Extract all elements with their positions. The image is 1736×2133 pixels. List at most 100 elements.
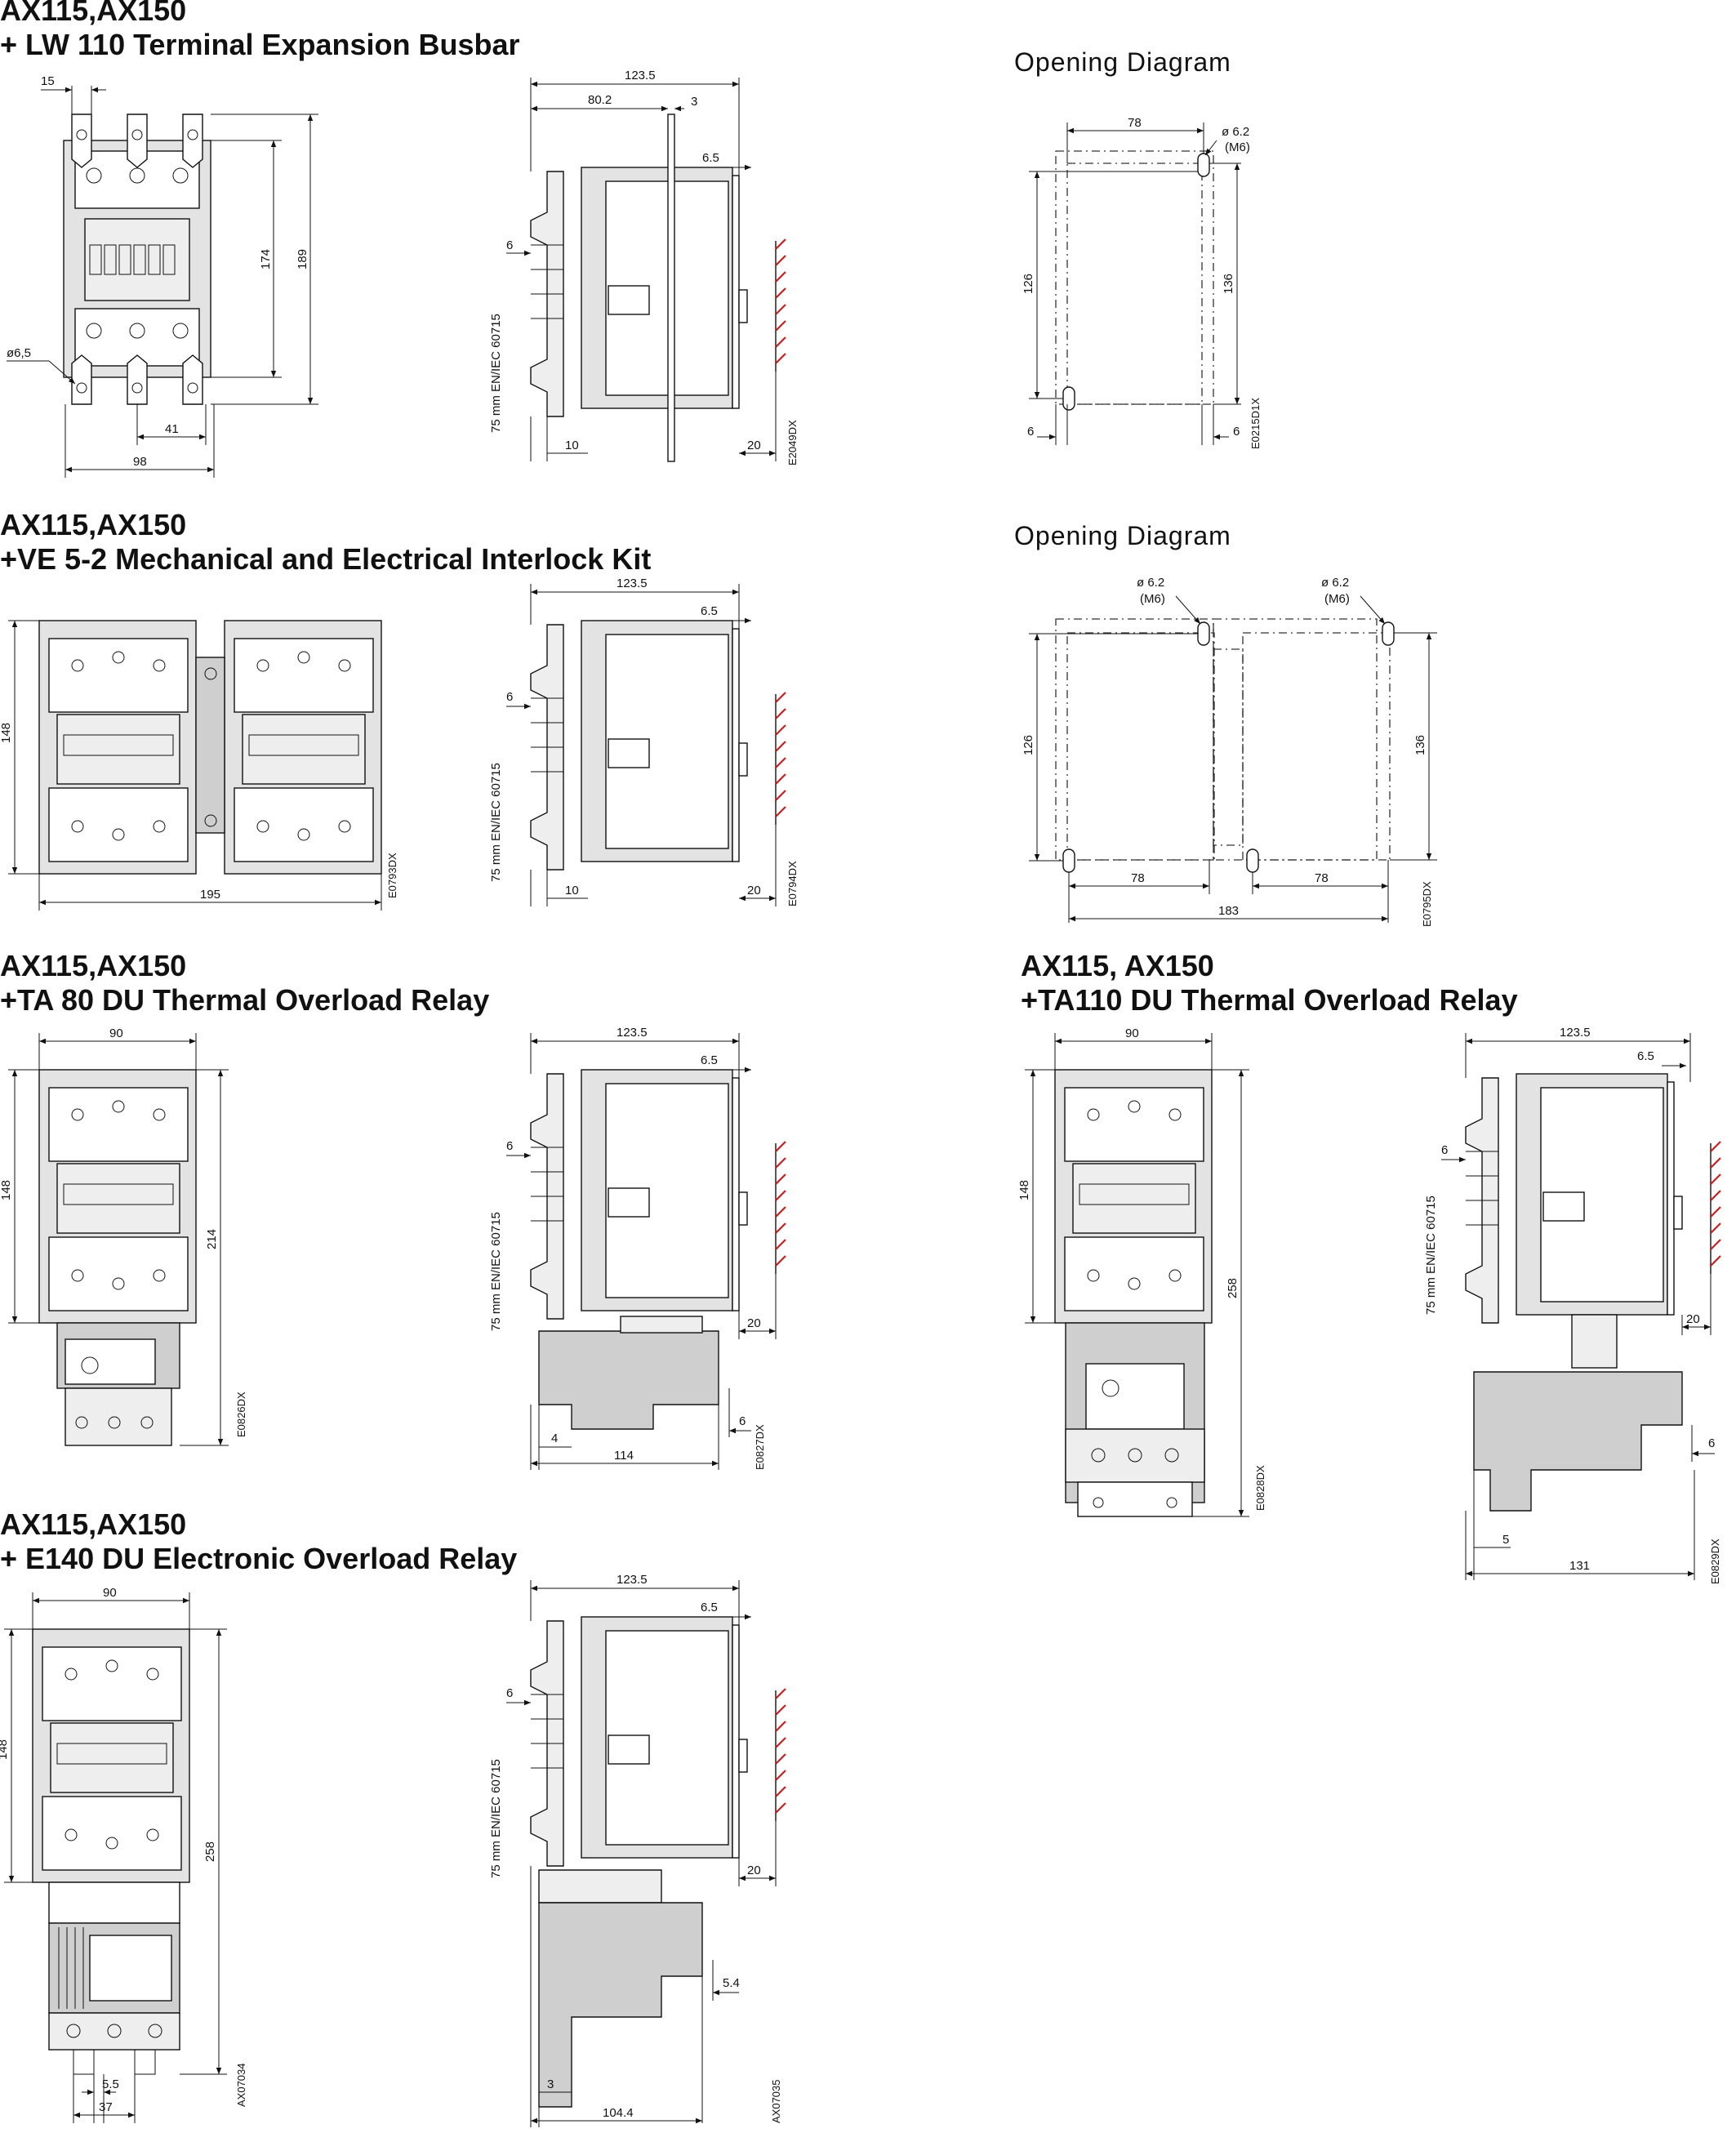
ta80-side-dim-123-5: 123.5 xyxy=(617,1026,648,1040)
ta110-side-dim-5: 5 xyxy=(1502,1533,1509,1547)
opening1-dim-6b: 6 xyxy=(1233,425,1240,439)
busbar-side-dim-3: 3 xyxy=(691,95,697,109)
interlock-front-view: 148 195 E0793DX xyxy=(0,620,398,911)
interlock-side-code: E0794DX xyxy=(786,861,799,906)
opening2-dim-136: 136 xyxy=(1413,735,1427,755)
ta80-side-dim-6-5: 6.5 xyxy=(701,1053,718,1067)
ta80-side-view: 123.5 6.5 6 75 mm EN/IEC 60715 20 4 6 11… xyxy=(489,1026,786,1470)
ta110-side-dim-123-5: 123.5 xyxy=(1560,1026,1591,1040)
interlock-side-dim-10: 10 xyxy=(565,884,579,897)
opening2-dim-183: 183 xyxy=(1218,904,1239,918)
interlock-dim-195: 195 xyxy=(200,888,220,902)
interlock-side-dim-6: 6 xyxy=(506,690,513,704)
busbar-side-dim-6-5: 6.5 xyxy=(702,151,719,165)
interlock-side-rail-note: 75 mm EN/IEC 60715 xyxy=(489,763,503,882)
ta80-side-dim-4: 4 xyxy=(551,1432,558,1445)
ta110-dim-90: 90 xyxy=(1125,1026,1139,1040)
busbar-dim-98: 98 xyxy=(133,455,147,469)
busbar-side-view: 123.5 80.2 3 6.5 6 75 mm EN/IEC 60715 10… xyxy=(489,69,799,465)
ta110-front-view: 90 148 258 E0828DX xyxy=(1017,1026,1266,1517)
busbar-dim-15: 15 xyxy=(41,74,55,88)
e140-dim-90: 90 xyxy=(103,1586,117,1600)
busbar-side-code: E2049DX xyxy=(786,420,799,465)
opening-diagram-2: ø 6.2 (M6) ø 6.2 (M6) 126 136 78 78 183 … xyxy=(1022,576,1437,927)
opening2-dim-126: 126 xyxy=(1022,735,1035,755)
busbar-dim-41: 41 xyxy=(165,422,179,436)
interlock-side-view: 123.5 6.5 6 75 mm EN/IEC 60715 10 20 E07… xyxy=(489,577,799,906)
e140-side-dim-5-4: 5.4 xyxy=(723,1976,740,1990)
section-title-ta80: AX115,AX150 +TA 80 DU Thermal Overload R… xyxy=(0,949,490,1017)
busbar-dim-174: 174 xyxy=(259,249,273,269)
ta110-side-code: E0829DX xyxy=(1709,1539,1721,1584)
ta80-front-code: E0826DX xyxy=(235,1392,247,1437)
section-title-busbar: AX115,AX150 + LW 110 Terminal Expansion … xyxy=(0,0,520,61)
ta80-side-dim-6: 6 xyxy=(506,1139,513,1153)
ta110-dim-148: 148 xyxy=(1017,1180,1031,1200)
opening2-hole-a: ø 6.2 xyxy=(1137,576,1164,590)
e140-side-view: 123.5 6.5 6 75 mm EN/IEC 60715 20 5.4 3 … xyxy=(489,1573,786,2127)
opening1-hole: ø 6.2 xyxy=(1222,125,1249,139)
e140-front-view: 90 148 258 5.5 37 AX07034 xyxy=(0,1586,247,2123)
ta80-dim-90: 90 xyxy=(109,1026,123,1040)
opening1-m6: (M6) xyxy=(1225,140,1250,154)
e140-dim-258: 258 xyxy=(203,1841,217,1862)
ta80-side-dim-20: 20 xyxy=(747,1316,761,1330)
busbar-side-dim-10: 10 xyxy=(565,439,579,452)
interlock-side-dim-20: 20 xyxy=(747,884,761,897)
section-title-ta110: AX115, AX150 +TA110 DU Thermal Overload … xyxy=(1021,949,1518,1017)
busbar-dim-189: 189 xyxy=(296,249,309,269)
opening2-m6-a: (M6) xyxy=(1140,592,1165,606)
opening1-dim-78: 78 xyxy=(1128,116,1142,130)
e140-side-dim-6-5: 6.5 xyxy=(701,1601,718,1614)
ta110-side-rail-note: 75 mm EN/IEC 60715 xyxy=(1424,1196,1438,1315)
opening2-dim-78b: 78 xyxy=(1315,871,1329,885)
ta80-front-view: 90 148 214 E0826DX xyxy=(0,1026,247,1446)
opening-diagram-1: 78 ø 6.2 (M6) 126 136 6 6 E0215D1X xyxy=(1022,116,1262,449)
e140-front-code: AX07034 xyxy=(235,2064,247,2108)
opening-diagram-label-2: Opening Diagram xyxy=(1014,521,1231,550)
opening2-dim-78a: 78 xyxy=(1131,871,1145,885)
opening1-dim-6a: 6 xyxy=(1027,425,1034,439)
e140-side-dim-20: 20 xyxy=(747,1864,761,1877)
e140-dim-5-5: 5.5 xyxy=(102,2077,119,2091)
e140-side-dim-104-4: 104.4 xyxy=(603,2106,634,2120)
ta110-side-dim-6-5: 6.5 xyxy=(1637,1049,1654,1063)
opening2-hole-b: ø 6.2 xyxy=(1321,576,1349,590)
interlock-front-code: E0793DX xyxy=(386,853,398,898)
opening1-dim-126: 126 xyxy=(1022,274,1035,294)
ta80-side-dim-6b: 6 xyxy=(739,1414,746,1428)
busbar-hole-label: ø6,5 xyxy=(7,346,31,360)
e140-dim-148: 148 xyxy=(0,1739,10,1760)
busbar-side-dim-6: 6 xyxy=(506,238,513,252)
e140-dim-37: 37 xyxy=(99,2100,113,2114)
busbar-side-dim-80-2: 80.2 xyxy=(588,93,612,107)
ta110-side-dim-20: 20 xyxy=(1686,1312,1700,1326)
ta80-side-rail-note: 75 mm EN/IEC 60715 xyxy=(489,1212,503,1331)
section-title-interlock: AX115,AX150 +VE 5-2 Mechanical and Elect… xyxy=(0,508,652,576)
e140-side-dim-123-5: 123.5 xyxy=(617,1573,648,1587)
opening1-code: E0215D1X xyxy=(1249,398,1262,449)
ta110-side-dim-131: 131 xyxy=(1569,1559,1590,1573)
ta110-front-code: E0828DX xyxy=(1254,1465,1266,1511)
opening-diagram-label-1: Opening Diagram xyxy=(1014,47,1231,77)
interlock-dim-148: 148 xyxy=(0,723,13,743)
ta80-dim-148: 148 xyxy=(0,1180,13,1200)
ta110-dim-258: 258 xyxy=(1226,1278,1240,1298)
busbar-side-dim-20: 20 xyxy=(747,439,761,452)
ta110-side-dim-6b: 6 xyxy=(1708,1436,1715,1450)
busbar-side-rail-note: 75 mm EN/IEC 60715 xyxy=(489,314,503,433)
opening1-dim-136: 136 xyxy=(1222,274,1235,294)
interlock-side-dim-123-5: 123.5 xyxy=(617,577,648,590)
e140-side-rail-note: 75 mm EN/IEC 60715 xyxy=(489,1759,503,1878)
opening2-m6-b: (M6) xyxy=(1324,592,1350,606)
e140-side-dim-6: 6 xyxy=(506,1686,513,1700)
section-title-e140: AX115,AX150 + E140 DU Electronic Overloa… xyxy=(0,1507,518,1575)
busbar-front-view: 15 174 189 ø6,5 41 98 xyxy=(7,74,318,478)
ta110-side-dim-6: 6 xyxy=(1441,1143,1448,1157)
ta80-side-code: E0827DX xyxy=(754,1424,766,1470)
e140-side-dim-3: 3 xyxy=(547,2077,554,2091)
interlock-side-dim-6-5: 6.5 xyxy=(701,604,718,618)
opening2-code: E0795DX xyxy=(1421,881,1433,927)
ta110-side-view: 123.5 6.5 6 75 mm EN/IEC 60715 20 6 5 13… xyxy=(1424,1026,1721,1584)
